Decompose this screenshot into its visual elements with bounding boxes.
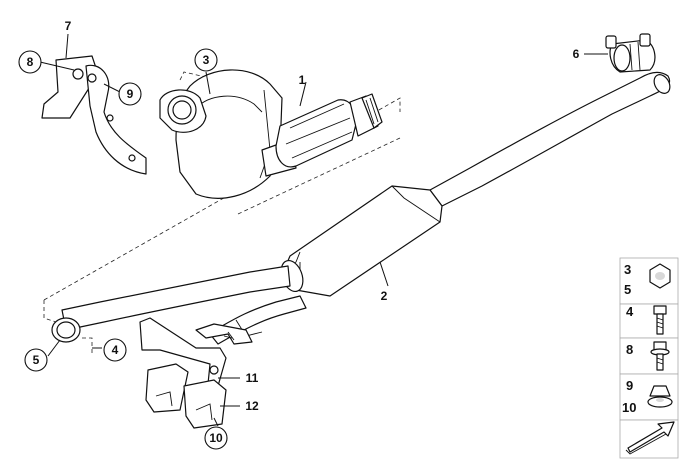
callout-4-label: 4 — [112, 343, 119, 357]
callout-7-label: 7 — [65, 19, 72, 33]
callout-5-label: 5 — [33, 353, 40, 367]
callout-3-label: 3 — [203, 53, 210, 67]
callout-9: 9 — [118, 82, 142, 106]
callout-1: 1 — [299, 73, 306, 87]
callout-10-label: 10 — [209, 431, 223, 445]
legend-row-collar-bolt: 8 — [626, 341, 670, 371]
hanger-bracket — [139, 317, 253, 387]
legend-row-flange-nut: 9 10 — [622, 378, 673, 415]
callout-8-label: 8 — [27, 55, 34, 69]
legend-label-5: 5 — [624, 282, 631, 297]
callout-4: 4 — [103, 338, 127, 362]
hardware-legend: 3 5 4 8 9 10 — [619, 257, 679, 459]
legend-label-8: 8 — [626, 342, 633, 357]
callout-2-label: 2 — [381, 289, 388, 303]
callout-7: 7 — [65, 19, 72, 33]
callout-2: 2 — [381, 289, 388, 303]
callout-11: 11 — [246, 371, 259, 385]
legend-label-10: 10 — [622, 400, 636, 415]
assembly-lines — [43, 71, 401, 356]
catalytic-converter — [159, 69, 383, 199]
callout-8: 8 — [18, 50, 42, 74]
flange-nut-icon — [647, 385, 673, 408]
mounting-bracket — [41, 55, 147, 175]
callout-9-label: 9 — [127, 87, 134, 101]
rubber-mounts — [145, 363, 227, 429]
bolt-icon — [653, 305, 667, 335]
nut-icon — [649, 263, 671, 289]
arrow-icon — [625, 421, 675, 455]
leader-lines — [39, 33, 608, 427]
callout-5: 5 — [24, 348, 48, 372]
callout-6: 6 — [573, 47, 580, 61]
callout-3: 3 — [194, 48, 218, 72]
callout-6-label: 6 — [573, 47, 580, 61]
legend-label-4: 4 — [626, 304, 634, 319]
legend-label-3: 3 — [624, 262, 631, 277]
pipe-clamp — [605, 33, 656, 73]
callout-12-label: 12 — [245, 399, 259, 413]
legend-label-9: 9 — [626, 378, 633, 393]
callout-1-label: 1 — [299, 73, 306, 87]
callout-10: 10 — [204, 426, 228, 450]
callout-11-label: 11 — [246, 371, 259, 385]
callout-12: 12 — [245, 399, 259, 413]
legend-row-bolt: 4 — [626, 304, 667, 335]
legend-row-nut: 3 5 — [624, 262, 671, 297]
collar-bolt-icon — [650, 341, 670, 371]
